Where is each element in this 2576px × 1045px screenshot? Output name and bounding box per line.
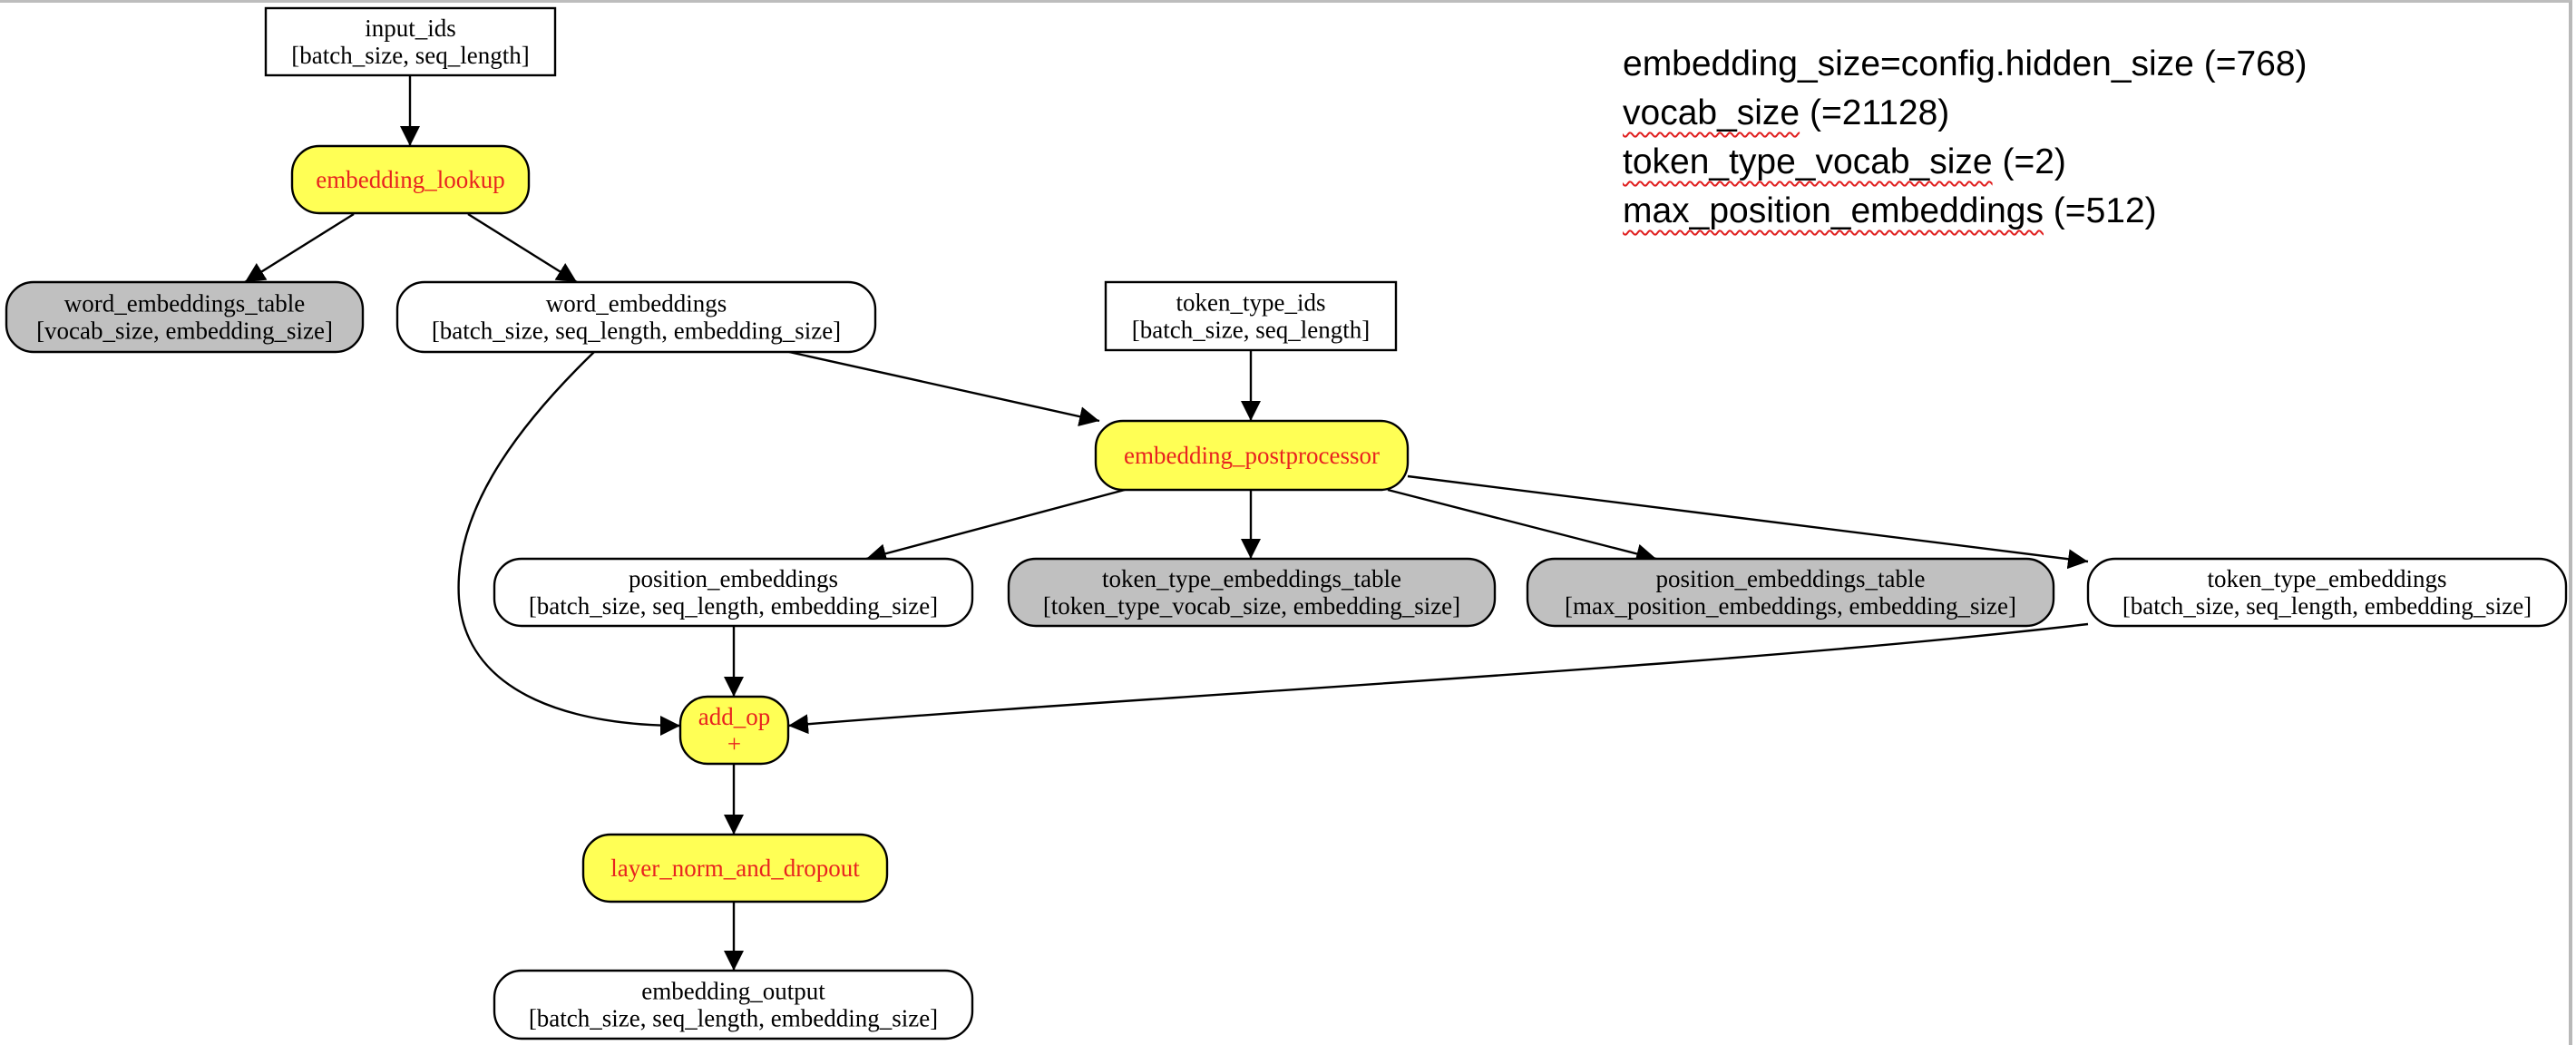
node-shape-label: [vocab_size, embedding_size] xyxy=(36,317,333,345)
edge-token-type-embeddings-to-add-op xyxy=(787,622,2089,735)
edge-embedding-postprocessor-to-position-embeddings xyxy=(865,488,1126,563)
node-shape xyxy=(1007,557,1497,628)
node-name: embedding_lookup xyxy=(316,166,504,193)
edge-embedding-postprocessor-to-position-embeddings-table xyxy=(1387,488,1657,564)
note-max-position-embeddings: max_position_embeddings (=512) xyxy=(1623,187,2308,236)
note-term: vocab_size xyxy=(1623,93,1800,132)
node-name: token_type_embeddings_table xyxy=(1102,565,1401,592)
node-name: position_embeddings_table xyxy=(1656,565,1926,592)
node-word-embeddings-table[interactable]: word_embeddings_table[vocab_size, embedd… xyxy=(5,280,365,354)
node-shape xyxy=(1104,280,1398,352)
edge-word-embeddings-to-add-op xyxy=(457,351,681,736)
note-embedding-size: embedding_size=config.hidden_size (=768) xyxy=(1623,40,2308,89)
node-token-type-embeddings[interactable]: token_type_embeddings[batch_size, seq_le… xyxy=(2086,557,2568,628)
node-shape xyxy=(493,557,974,628)
node-shape xyxy=(395,280,877,354)
node-token-type-embeddings-table[interactable]: token_type_embeddings_table[token_type_v… xyxy=(1007,557,1497,628)
config-notes: embedding_size=config.hidden_size (=768)… xyxy=(1623,40,2308,236)
node-name: layer_norm_and_dropout xyxy=(610,855,860,882)
node-word-embeddings[interactable]: word_embeddings[batch_size, seq_length, … xyxy=(395,280,877,354)
note-token-type-vocab-size: token_type_vocab_size (=2) xyxy=(1623,138,2308,187)
node-add-op[interactable]: add_op+ xyxy=(678,695,790,766)
node-shape xyxy=(264,6,557,77)
node-shape-label: [batch_size, seq_length, embedding_size] xyxy=(529,1005,938,1032)
node-input-ids[interactable]: input_ids[batch_size, seq_length] xyxy=(264,6,557,77)
node-name: token_type_ids xyxy=(1176,289,1326,317)
edge-embedding-lookup-to-word-embeddings xyxy=(467,212,578,284)
note-term: embedding_size=config.hidden_size xyxy=(1623,44,2194,83)
node-name: word_embeddings_table xyxy=(64,290,305,317)
edges-layer xyxy=(244,75,2089,971)
note-vocab-size: vocab_size (=21128) xyxy=(1623,89,2308,138)
node-shape xyxy=(2086,557,2568,628)
note-value: (=2) xyxy=(1992,142,2066,181)
node-shape xyxy=(678,695,790,766)
node-name: embedding_postprocessor xyxy=(1124,442,1380,469)
node-shape-label: [token_type_vocab_size, embedding_size] xyxy=(1043,592,1460,620)
node-shape-label: + xyxy=(727,730,741,757)
node-name: embedding_output xyxy=(641,978,825,1005)
node-shape xyxy=(5,280,365,354)
node-shape-label: [batch_size, seq_length, embedding_size] xyxy=(529,592,938,620)
node-embedding-lookup[interactable]: embedding_lookup xyxy=(290,144,531,215)
node-shape xyxy=(493,969,974,1040)
nodes-layer: input_ids[batch_size, seq_length]embeddi… xyxy=(5,6,2568,1040)
node-name: position_embeddings xyxy=(629,565,838,592)
node-shape-label: [batch_size, seq_length] xyxy=(1132,317,1370,344)
node-shape xyxy=(1094,419,1410,492)
node-layer-norm-and-dropout[interactable]: layer_norm_and_dropout xyxy=(581,833,889,903)
note-value: (=768) xyxy=(2193,44,2308,83)
edge-embedding-lookup-to-word-embeddings-table xyxy=(244,212,355,284)
node-name: token_type_embeddings xyxy=(2208,565,2447,592)
node-embedding-output[interactable]: embedding_output[batch_size, seq_length,… xyxy=(493,969,974,1040)
edge-word-embeddings-to-embedding-postprocessor xyxy=(788,350,1100,426)
edge-embedding-postprocessor-to-token-type-embeddings xyxy=(1407,474,2089,570)
node-position-embeddings-table[interactable]: position_embeddings_table[max_position_e… xyxy=(1526,557,2055,628)
node-shape-label: [batch_size, seq_length] xyxy=(291,42,529,69)
note-value: (=21128) xyxy=(1800,93,1950,132)
node-shape-label: [batch_size, seq_length, embedding_size] xyxy=(432,317,841,345)
node-embedding-postprocessor[interactable]: embedding_postprocessor xyxy=(1094,419,1410,492)
node-shape-label: [batch_size, seq_length, embedding_size] xyxy=(2122,592,2532,620)
node-shape xyxy=(581,833,889,903)
node-name: add_op xyxy=(698,703,770,730)
note-value: (=512) xyxy=(2043,191,2157,230)
node-position-embeddings[interactable]: position_embeddings[batch_size, seq_leng… xyxy=(493,557,974,628)
node-name: word_embeddings xyxy=(546,290,727,317)
node-token-type-ids[interactable]: token_type_ids[batch_size, seq_length] xyxy=(1104,280,1398,352)
note-term: token_type_vocab_size xyxy=(1623,142,1993,181)
node-name: input_ids xyxy=(365,15,456,42)
node-shape xyxy=(290,144,531,215)
node-shape-label: [max_position_embeddings, embedding_size… xyxy=(1565,592,2016,620)
node-shape xyxy=(1526,557,2055,628)
note-term: max_position_embeddings xyxy=(1623,191,2044,230)
